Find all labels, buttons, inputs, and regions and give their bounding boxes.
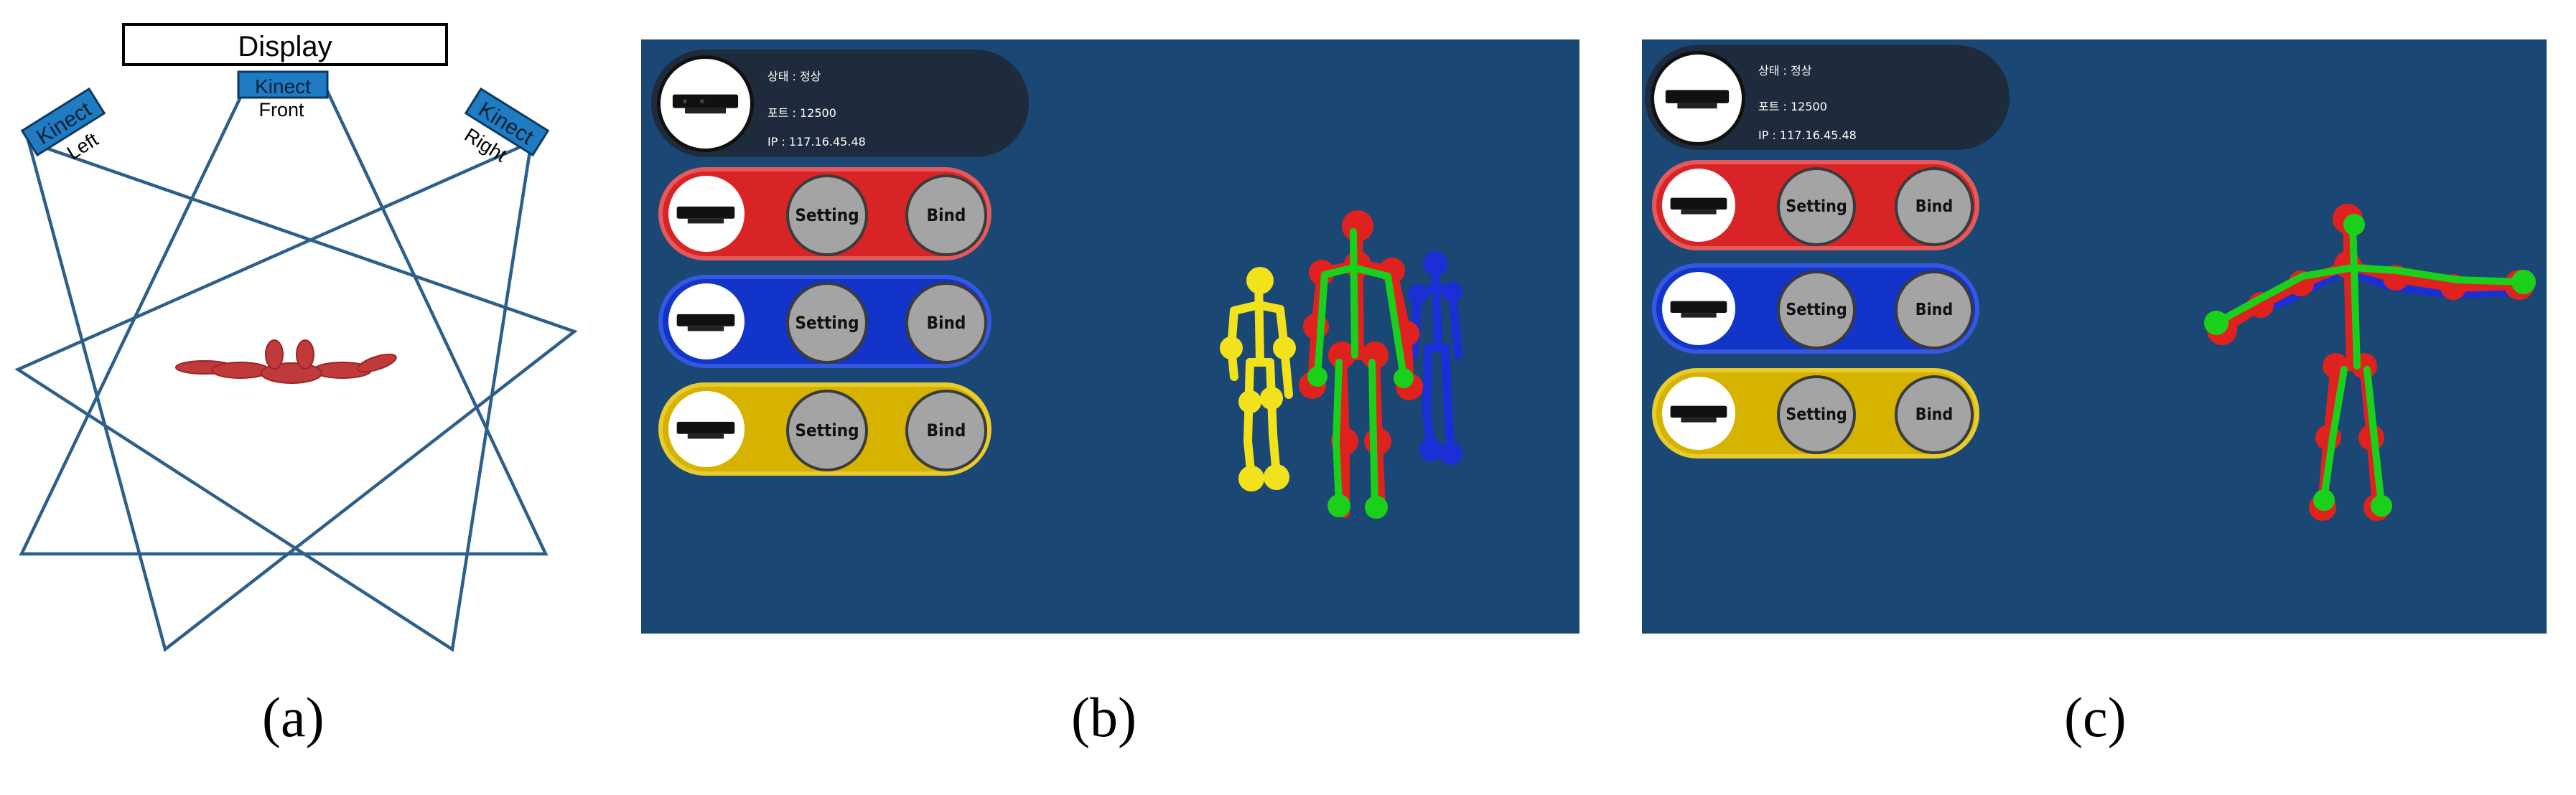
right-sensor-coverage [14, 139, 533, 652]
kinect-row-blue: Setting Bind [658, 275, 991, 368]
front-sensor-coverage [19, 88, 549, 556]
app-screen-c: 상태 : 정상 포트 : 12500 IP : 117.16.45.48 Set… [1642, 39, 2547, 634]
skeleton-yellow [1220, 267, 1296, 491]
status-state: 상태 : 정상 [1758, 64, 1812, 77]
skeleton-viewport [2204, 204, 2536, 521]
kinect-row-yellow: Setting Bind [658, 382, 991, 476]
kinect-device-icon [657, 55, 754, 152]
bind-button[interactable]: Bind [1895, 167, 1974, 246]
kinect-device-icon [1662, 272, 1735, 345]
status-card: 상태 : 정상 포트 : 12500 IP : 117.16.45.48 [651, 50, 1029, 157]
kinect-layout-diagram: Display Kinect Left Kinect Front Kinect … [14, 23, 578, 652]
skeleton-red [2207, 204, 2534, 521]
kinect-row-red: Setting Bind [1652, 160, 1979, 250]
kinect-front-name: Kinect [255, 75, 311, 98]
bind-button[interactable]: Bind [905, 282, 987, 364]
caption-a: (a) [262, 686, 325, 748]
skeleton-viewport [1220, 210, 1462, 519]
kinect-front-sensor: Kinect Front [237, 70, 329, 121]
person-top-view [175, 339, 397, 384]
bind-button[interactable]: Bind [905, 174, 987, 256]
kinect-row-blue: Setting Bind [1652, 263, 1979, 354]
display-box [122, 23, 448, 66]
kinect-device-icon [668, 391, 745, 467]
app-screen-b: 상태 : 정상 포트 : 12500 IP : 117.16.45.48 Set… [641, 39, 1579, 634]
setting-button[interactable]: Setting [1777, 271, 1856, 349]
status-ip: IP : 117.16.45.48 [1758, 128, 1857, 142]
status-port: 포트 : 12500 [1758, 100, 1827, 113]
caption-c: (c) [2064, 686, 2127, 748]
caption-b: (b) [1071, 686, 1137, 748]
status-card: 상태 : 정상 포트 : 12500 IP : 117.16.45.48 [1645, 45, 2010, 150]
kinect-row-red: Setting Bind [658, 167, 991, 260]
bind-button[interactable]: Bind [1895, 271, 1974, 349]
status-state: 상태 : 정상 [767, 70, 821, 83]
setting-button[interactable]: Setting [1777, 375, 1856, 454]
kinect-device-icon [668, 283, 745, 359]
kinect-device-icon [668, 176, 745, 252]
skeleton-green [2204, 214, 2536, 517]
status-ip: IP : 117.16.45.48 [767, 135, 866, 149]
bind-button[interactable]: Bind [905, 390, 987, 471]
kinect-device-icon [1662, 377, 1735, 450]
display-label: Display [238, 31, 332, 62]
kinect-row-yellow: Setting Bind [1652, 368, 1979, 458]
setting-button[interactable]: Setting [786, 282, 868, 364]
kinect-right-sensor: Kinect Right [461, 87, 550, 166]
status-port: 포트 : 12500 [767, 106, 836, 120]
setting-button[interactable]: Setting [786, 390, 868, 471]
kinect-device-icon [1651, 51, 1745, 146]
bind-button[interactable]: Bind [1895, 375, 1974, 454]
skeleton-green [1307, 228, 1414, 519]
kinect-left-sensor: Kinect Left [20, 87, 106, 164]
setting-button[interactable]: Setting [1777, 167, 1856, 246]
skeleton-blue [1408, 251, 1462, 465]
kinect-device-icon [1662, 169, 1735, 242]
setting-button[interactable]: Setting [786, 174, 868, 256]
kinect-front-position: Front [258, 99, 304, 121]
